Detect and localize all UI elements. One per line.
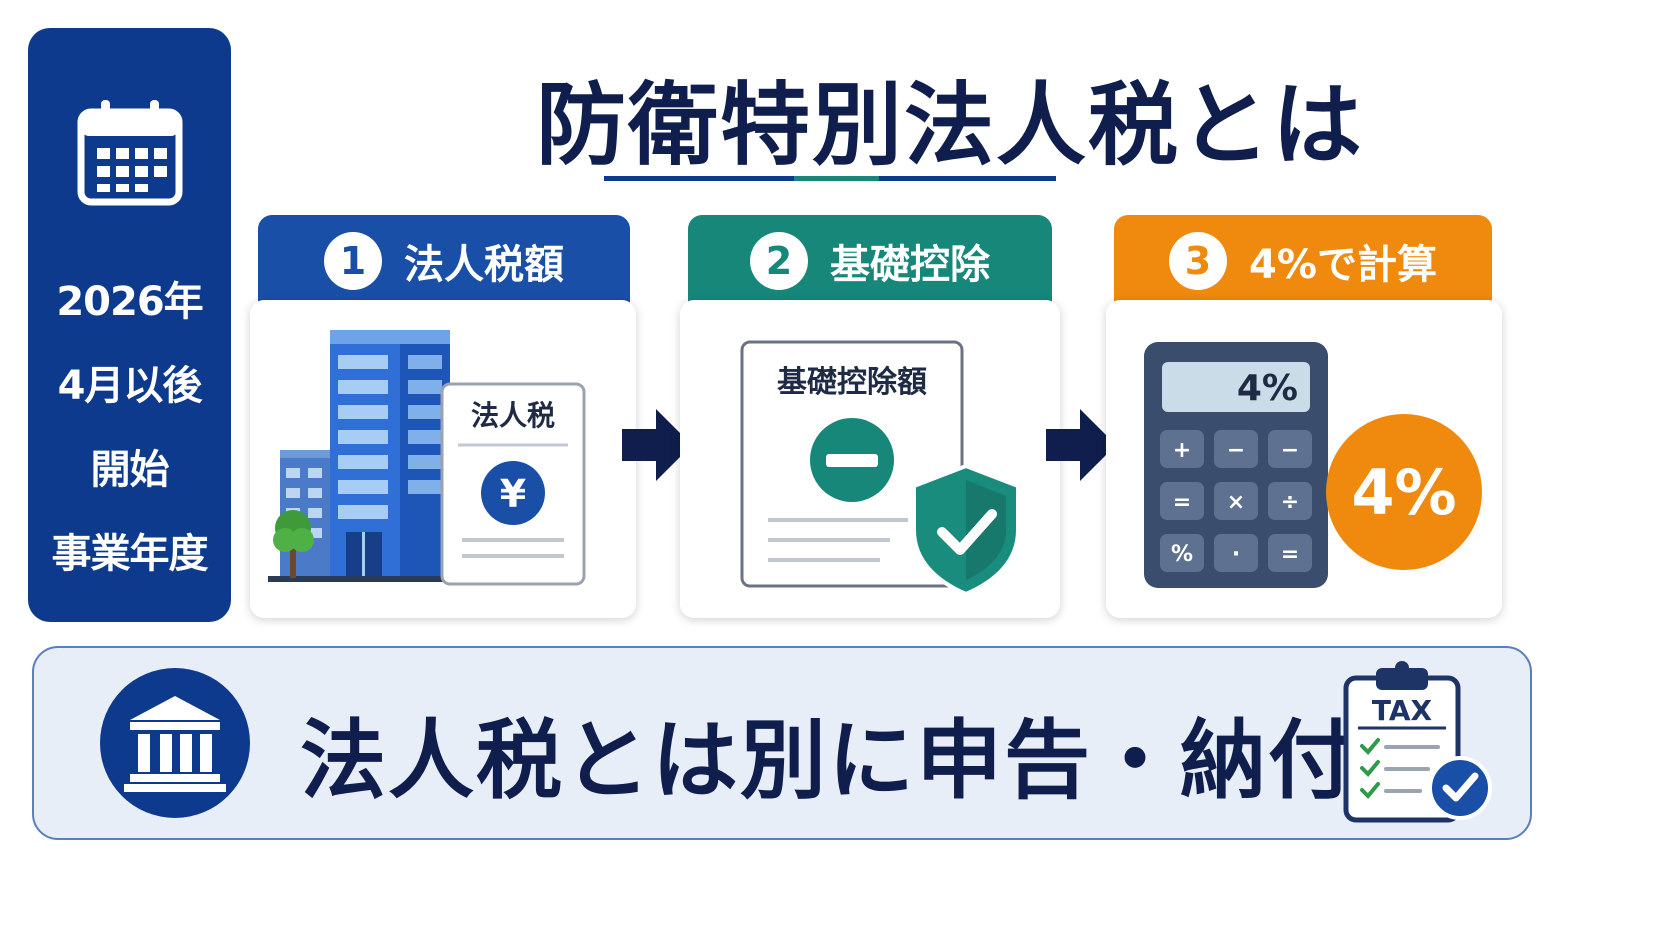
calculator-key (1268, 482, 1312, 520)
calculator-key-label: ÷ (1281, 490, 1299, 515)
calculator-key-label: × (1227, 490, 1245, 515)
step-1-card: 法人税 ¥ (250, 300, 636, 618)
office-building-icon (268, 330, 468, 582)
calculator-key (1268, 534, 1312, 572)
calculator-key (1160, 534, 1204, 572)
date-line-month: 4月以後 (57, 363, 203, 409)
tax-clipboard-icon: TAX (1343, 661, 1492, 823)
percent-badge-text: 4% (1351, 456, 1456, 529)
calculator-key (1214, 534, 1258, 572)
yen-icon (481, 461, 545, 525)
step-2-card: 基礎控除額 (680, 300, 1060, 618)
calculator-key-label: − (1227, 438, 1245, 463)
tax-document-label: 法人税 (471, 399, 555, 432)
step-2-tab: 2 基礎控除 (688, 215, 1052, 307)
date-line-start: 開始 (90, 447, 170, 493)
date-line-fiscal-year: 事業年度 (51, 531, 209, 577)
calendar-icon (77, 100, 182, 206)
filing-note-bar (32, 646, 1532, 840)
calculator-key-label: = (1281, 542, 1299, 567)
calculator-key (1160, 482, 1204, 520)
calculator-key (1214, 430, 1258, 468)
calculator-key-label: + (1173, 438, 1191, 463)
bank-badge (100, 668, 250, 818)
calculator-key-label: % (1171, 542, 1193, 567)
calculator-key-label: = (1173, 490, 1191, 515)
svg-text:¥: ¥ (500, 472, 526, 516)
calculator-key (1214, 482, 1258, 520)
calculator-key-label: − (1281, 438, 1299, 463)
bank-building-icon (124, 696, 226, 792)
step-3-number: 3 (1169, 232, 1228, 290)
deduction-document-label: 基礎控除額 (777, 365, 927, 400)
step-3-tab: 3 4%で計算 (1114, 215, 1492, 307)
step-1-label: 法人税額 (404, 242, 564, 288)
step-3-card: 4% + − − = × ÷% · = 4% (1106, 300, 1502, 618)
step-1-number: 1 (324, 232, 382, 290)
calculator-key-label: · (1232, 542, 1240, 567)
step-3-label: 4%で計算 (1249, 242, 1437, 288)
clipboard-label: TAX (1372, 694, 1433, 727)
arrow-right-icon (622, 409, 692, 481)
check-circle-icon (1428, 756, 1492, 820)
step-2-label: 基礎控除 (830, 242, 990, 288)
step-1-tab: 1 法人税額 (258, 215, 630, 307)
shield-check-icon (912, 463, 1020, 597)
calculator-key (1268, 430, 1312, 468)
step-2-number: 2 (750, 232, 808, 290)
tax-document-icon: 法人税 ¥ (440, 382, 586, 586)
deduction-document-icon: 基礎控除額 (740, 340, 964, 588)
filing-note-text: 法人税とは別に申告・納付 (300, 711, 1356, 811)
arrow-right-icon (1046, 409, 1116, 481)
percent-badge (1326, 414, 1482, 570)
calculator-key (1160, 430, 1204, 468)
calculator-display: 4% (1237, 368, 1298, 409)
date-line-year: 2026年 (56, 279, 203, 325)
calculator-icon: 4% + − − = × ÷% · = (1144, 342, 1328, 588)
title-underline (604, 176, 1056, 181)
page-title: 防衛特別法人税とは (536, 73, 1364, 178)
effective-date-panel: 2026年 4月以後 開始 事業年度 (28, 28, 231, 622)
